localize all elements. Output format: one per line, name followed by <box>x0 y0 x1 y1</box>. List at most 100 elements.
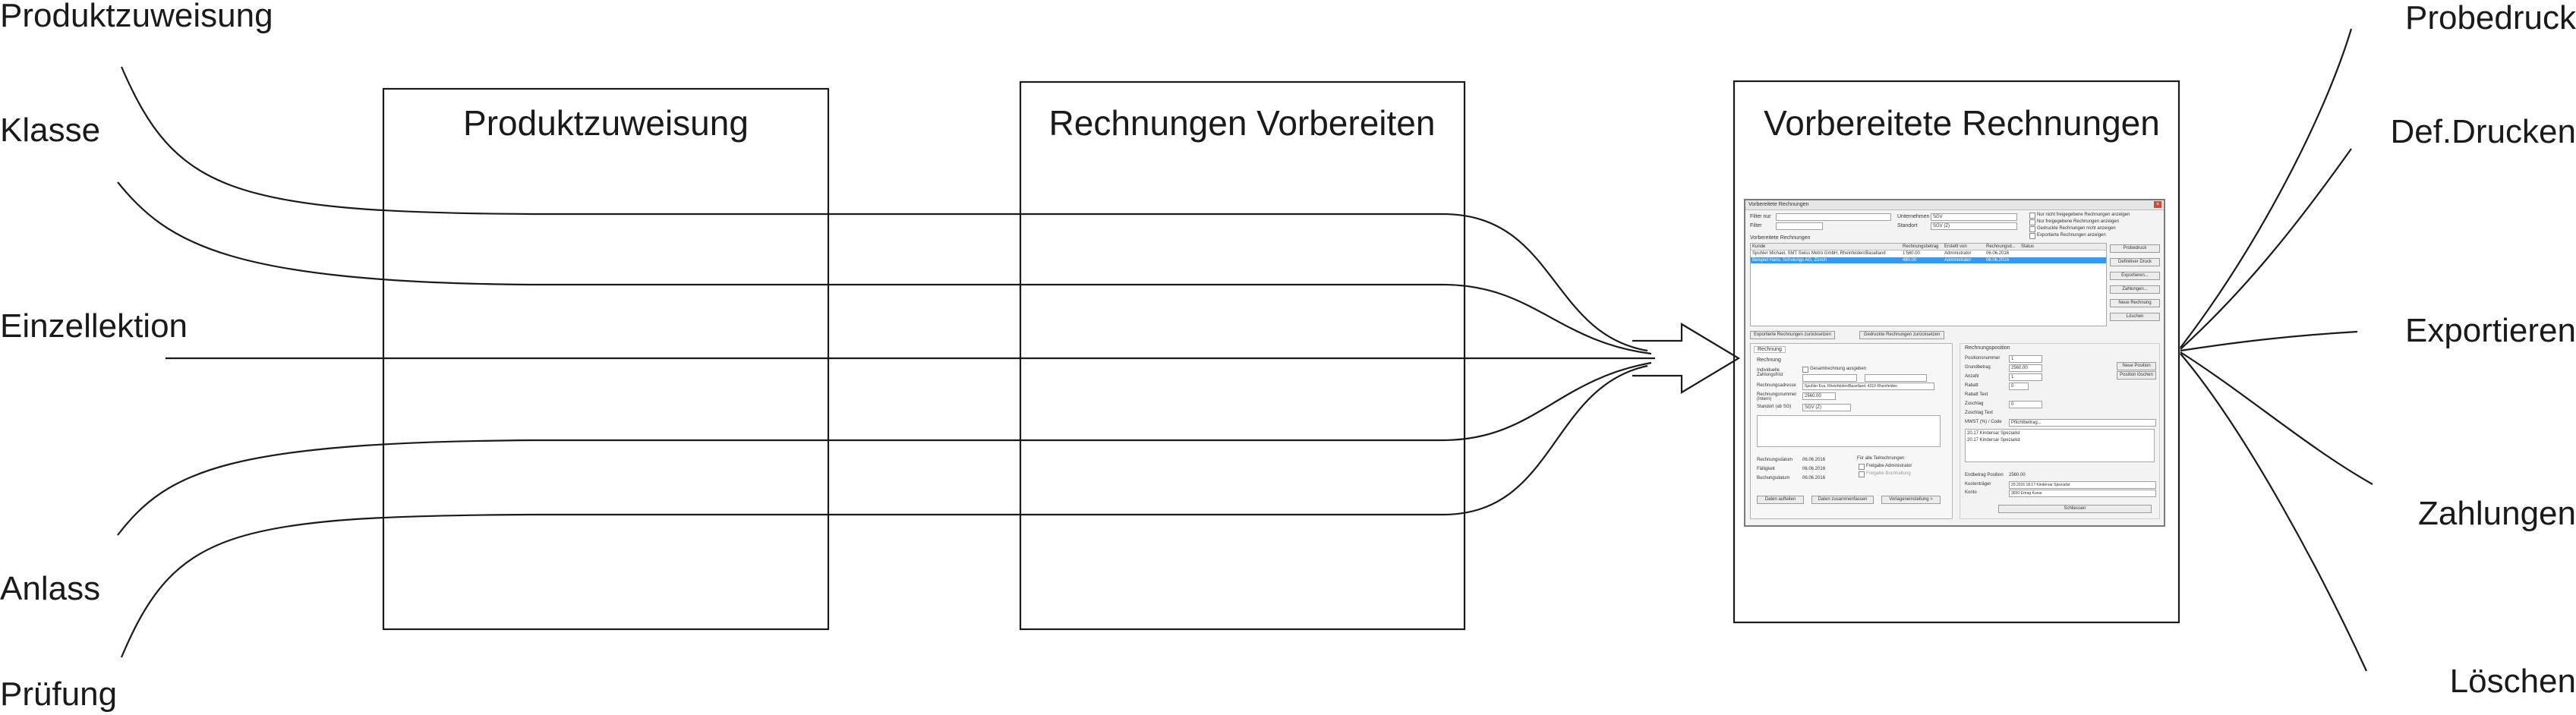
filter2-input[interactable] <box>1776 222 1823 230</box>
adresse-select[interactable]: Spuhler Eva, Rheinfelden/Baselland, 4310… <box>1802 383 1934 390</box>
output-label-loeschen: Löschen <box>2450 663 2576 700</box>
table-row[interactable]: Spuhler Michael, SMT Swiss Metro GmbH, R… <box>1751 250 2106 257</box>
right-field[interactable]: 1 <box>2009 373 2042 381</box>
embedded-window-screenshot: Vorbereitete Rechnungen × Filter nur Fil… <box>1744 199 2165 527</box>
flow-arrow <box>1632 323 1741 394</box>
input-label-einzellektion: Einzellektion <box>0 307 188 345</box>
date-label-rechnung: Rechnungsdatum <box>1757 458 1793 462</box>
output-line-loeschen <box>2180 353 2367 672</box>
output-line-probedruck <box>2180 28 2353 348</box>
table-row[interactable]: Beispiel Hans, Schulungs AG, Zürich 480.… <box>1751 257 2106 263</box>
daten-zusammenfassen-button[interactable]: Daten zusammenfassen <box>1811 496 1874 504</box>
position-list[interactable] <box>1757 415 1941 447</box>
right-label: Rabatt Text <box>1965 392 1988 397</box>
checkbox-1[interactable] <box>2029 213 2035 219</box>
right-label: Positionsnummer <box>1965 356 2001 361</box>
table-cell: Beispiel Hans, Schulungs AG, Zürich <box>1752 258 1827 263</box>
input-label-pruefung: Prüfung <box>0 676 117 713</box>
checkbox-4[interactable] <box>2029 233 2035 239</box>
output-line-exportieren <box>2180 330 2358 352</box>
zahlungen-button[interactable]: Zahlungen... <box>2110 285 2160 294</box>
mwst-select[interactable]: Pflichtbeitrag... <box>2009 419 2156 427</box>
exportieren-button[interactable]: Exportieren... <box>2110 272 2160 280</box>
output-label-probedruck: Probedruck <box>2405 0 2576 36</box>
right-field[interactable]: 0 <box>2009 401 2042 408</box>
position-loeschen-button[interactable]: Position löschen <box>2117 371 2156 380</box>
rechnungsnummer-input[interactable]: 2560.00 <box>1802 392 1836 400</box>
close-icon[interactable]: × <box>2154 201 2161 208</box>
kostentraeger-select[interactable]: 20.2016 18.17 Kindersar Spezialist <box>2009 481 2156 489</box>
flow-curve-klasse <box>117 181 1652 355</box>
flow-curve-pruefung <box>120 364 1648 658</box>
right-field[interactable]: 0 <box>2009 383 2029 390</box>
form-label-zahlungsfrist: Individuelle Zahlungsfrist <box>1757 368 1783 377</box>
box-rechnungen-vorbereiten <box>1019 80 1466 631</box>
right-label: Rabatt <box>1965 383 1979 388</box>
list-item[interactable]: 20.17 Kindersar Spezialist <box>1967 431 2020 436</box>
freigabe-buchhaltung-label: Freigabe Buchhaltung <box>1866 471 1911 476</box>
invoice-table[interactable]: Kunde Rechnungsbetrag Erstellt von Rechn… <box>1750 243 2107 326</box>
form-label-standort: Standort (ab SG) <box>1757 405 1792 409</box>
definitiver-druck-button[interactable]: Definitiver Druck <box>2110 258 2160 266</box>
vorlageneinstellung-button[interactable]: Vorlageneinstellung > <box>1881 496 1941 504</box>
standort-label: Standort <box>1897 223 1918 228</box>
table-cell: Spuhler Michael, SMT Swiss Metro GmbH, R… <box>1752 251 1886 256</box>
date-label-buchung: Buchungsdatum <box>1757 476 1790 480</box>
right-field[interactable]: 2560.00 <box>2009 364 2042 372</box>
rechnung-label: Rechnung <box>1757 358 1781 363</box>
unternehmen-select[interactable]: SGV <box>1931 213 2017 221</box>
probedruck-button[interactable]: Probedruck <box>2110 244 2160 253</box>
freigabe-buchhaltung-checkbox[interactable] <box>1859 471 1865 477</box>
date-value-faelligkeit[interactable]: 06.06.2016 <box>1802 467 1826 471</box>
totals-label: Endbetrag Position <box>1965 473 2004 477</box>
gesamtrechnung-checkbox[interactable] <box>1802 367 1808 373</box>
neue-position-button[interactable]: Neue Position <box>2117 362 2156 370</box>
standort-field[interactable]: SGV (Z) <box>1802 404 1851 411</box>
table-cell: 06.06.2016 <box>1986 258 2010 263</box>
box-produktzuweisung-title: Produktzuweisung <box>463 103 749 143</box>
exported-reset-button[interactable]: Exportierte Rechnungen zurücksetzen <box>1750 331 1835 339</box>
neue-rechnung-button[interactable]: Neue Rechnung <box>2110 299 2160 307</box>
input-label-produktzuweisung: Produktzuweisung <box>0 0 273 34</box>
date-label-faelligkeit: Fälligkeit <box>1757 467 1775 471</box>
output-label-zahlungen: Zahlungen <box>2418 495 2576 532</box>
right-label: Zuschlag <box>1965 402 1984 406</box>
date-value-rechnung[interactable]: 06.06.2016 <box>1802 458 1826 462</box>
right-field[interactable]: 1 <box>2009 355 2042 363</box>
table-header-betrag: Rechnungsbetrag <box>1903 244 1939 249</box>
input-label-anlass: Anlass <box>0 570 100 607</box>
output-line-zahlungen <box>2180 351 2373 485</box>
flow-curve-anlass <box>117 361 1652 536</box>
checkbox-3[interactable] <box>2029 226 2035 232</box>
table-cell: 1'560.00 <box>1903 251 1920 256</box>
right-label: Zuschlag Text <box>1965 411 1993 415</box>
position-panel: Rechnungsposition Positionsnummer 1 Grun… <box>1960 343 2160 519</box>
zahlungsfrist-select[interactable] <box>1802 374 1857 382</box>
checkbox-1-label: Nur nicht freigegebene Rechnungen anzeig… <box>2037 213 2130 217</box>
date-value-buchung[interactable]: 06.06.2016 <box>1802 476 1826 480</box>
table-cell: 480.00 <box>1903 258 1917 263</box>
rechnung-panel: Rechnung Rechnung Individuelle Zahlungsf… <box>1750 343 1953 519</box>
checkbox-4-label: Exportierte Rechnungen anzeigen <box>2037 233 2106 238</box>
list-item[interactable]: 20.17 Kindersar Spezialist <box>1967 438 2020 443</box>
printed-reset-button[interactable]: Gedruckte Rechnungen zurücksetzen <box>1859 331 1944 339</box>
filter-select[interactable] <box>1776 213 1891 221</box>
table-header-erstellt: Erstellt von <box>1944 244 1967 249</box>
freigabe-admin-label: Freigabe Administrator <box>1866 464 1912 468</box>
checkbox-2[interactable] <box>2029 219 2035 225</box>
position-text-list[interactable]: 20.17 Kindersar Spezialist 20.17 Kinders… <box>1965 429 2155 462</box>
tage-select[interactable] <box>1865 374 1927 382</box>
freigabe-admin-checkbox[interactable] <box>1859 464 1865 470</box>
tab-rechnung[interactable]: Rechnung <box>1754 346 1786 353</box>
section-label: Vorbereitete Rechnungen <box>1750 235 1811 241</box>
totals-value: 2560.00 <box>2009 473 2026 477</box>
output-label-defdrucken: Def.Drucken <box>2390 113 2576 150</box>
filter-label: Filter nur <box>1750 214 1771 219</box>
konto-select[interactable]: 3650 Ertrag Kurse <box>2009 490 2156 497</box>
standort-select[interactable]: SGV (Z) <box>1931 222 2017 230</box>
loeschen-button[interactable]: Löschen <box>2110 313 2160 321</box>
daten-aufteilen-button[interactable]: Daten aufteilen <box>1757 496 1804 504</box>
flow-curve-produktzuweisung <box>120 66 1648 352</box>
schliessen-button[interactable]: Schliessen <box>1998 505 2152 513</box>
